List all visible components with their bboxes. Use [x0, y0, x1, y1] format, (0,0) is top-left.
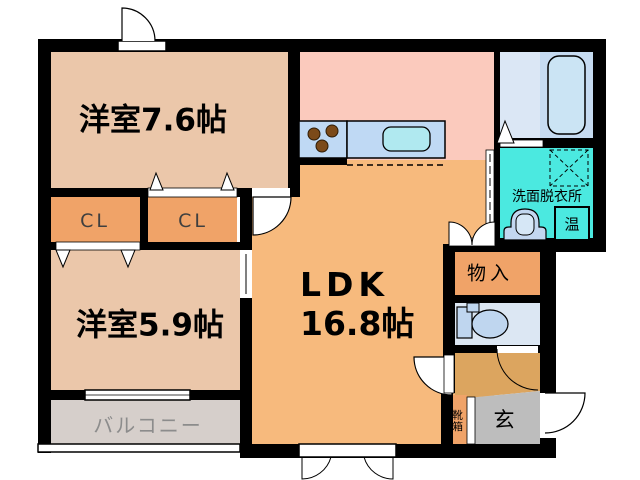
bedroom2-label: 洋室5.9帖 [76, 307, 224, 344]
storage-door-arc-right [471, 221, 496, 246]
counter-end-wall [299, 158, 347, 165]
washer-space [549, 149, 589, 187]
closet-right-door [147, 187, 238, 198]
toilet-door-gap [497, 346, 538, 353]
wall-bedroom1-right [288, 52, 300, 197]
balcony-label: バルコニー [93, 413, 203, 438]
toilet-bowl [471, 309, 509, 339]
closet-left-door [55, 241, 141, 251]
bedroom1-door-gap [252, 188, 290, 197]
ldk-bottom-window [298, 443, 397, 458]
water-heater-box [554, 206, 590, 241]
closet-right-floor [148, 197, 237, 242]
wall-storage-left [443, 250, 455, 303]
ldk-label: LDK 16.8帖 [300, 265, 414, 343]
shoe-box-label: 靴箱 [451, 409, 464, 433]
ldk-bottom-door-right [363, 456, 394, 480]
wall-toilet-bottom [443, 345, 540, 353]
wall-top [38, 39, 606, 52]
wall-storage-top [443, 244, 540, 252]
bathtub [547, 55, 586, 135]
storage-label: 物入 [466, 262, 514, 285]
storage-floor [455, 252, 540, 295]
burner-icon [315, 139, 329, 153]
bedroom1-top-door-arc [121, 7, 156, 42]
wall-storage-bottom [443, 295, 540, 303]
wall-bath-washroom [494, 138, 606, 148]
wash-basin-bowl [515, 213, 535, 236]
ldk-label-line2: 16.8帖 [300, 304, 415, 343]
wall-toilet-left [443, 303, 455, 345]
closet-left-floor [51, 197, 140, 242]
bedroom1-label: 洋室7.6帖 [79, 102, 227, 139]
wall-ldk-left [240, 188, 252, 445]
storage-door-arc-left [448, 221, 473, 246]
toilet-door-arc [496, 348, 539, 391]
burner-icon [325, 124, 339, 138]
wall-entrance-left [441, 393, 453, 444]
wall-right-lower-a [540, 238, 556, 395]
water-heater-label: 温 [564, 215, 580, 234]
closet-left-door-triangle-2 [120, 249, 136, 269]
ldk-label-line1: LDK [300, 265, 389, 304]
bedroom1-floor [51, 52, 288, 188]
entrance-floor [467, 391, 540, 444]
closet-right-door-triangle-2 [220, 171, 235, 191]
balcony-railing [37, 443, 241, 453]
bath-floor [500, 52, 540, 138]
closet-right-door-triangle-1 [149, 171, 164, 191]
balcony-floor [51, 400, 240, 444]
shoe-box-door [466, 396, 476, 445]
bath-door-triangle [496, 119, 515, 144]
hallway-door-arc [413, 356, 453, 396]
wall-closet-divider [140, 197, 148, 242]
washroom-label: 洗面脱衣所 [512, 189, 582, 205]
toilet-flush [466, 302, 480, 313]
wall-closet-bottom [51, 242, 240, 250]
stove-counter [298, 120, 348, 159]
closet-left-door-triangle-1 [55, 249, 71, 269]
sink-basin [382, 126, 431, 152]
bedroom1-top-window [117, 40, 167, 52]
fixtures [298, 55, 590, 339]
bedroom1-door-arc [252, 196, 292, 236]
entrance-door-gap [540, 393, 556, 438]
closet-left-label: CL [80, 210, 110, 232]
hallway-floor [455, 353, 540, 398]
wall-left [38, 39, 51, 453]
bedroom2-floor [51, 250, 240, 390]
openings [37, 7, 586, 480]
burner-icon [307, 127, 321, 141]
ldk-bottom-door-left [301, 456, 332, 480]
entrance-label: 玄 [493, 408, 515, 432]
closet-right-label: CL [178, 210, 208, 232]
entrance-door-arc [544, 392, 586, 434]
hallway-door-leaf [443, 354, 455, 394]
ldk-floor-west [252, 197, 300, 444]
wall-bottom [240, 444, 556, 458]
